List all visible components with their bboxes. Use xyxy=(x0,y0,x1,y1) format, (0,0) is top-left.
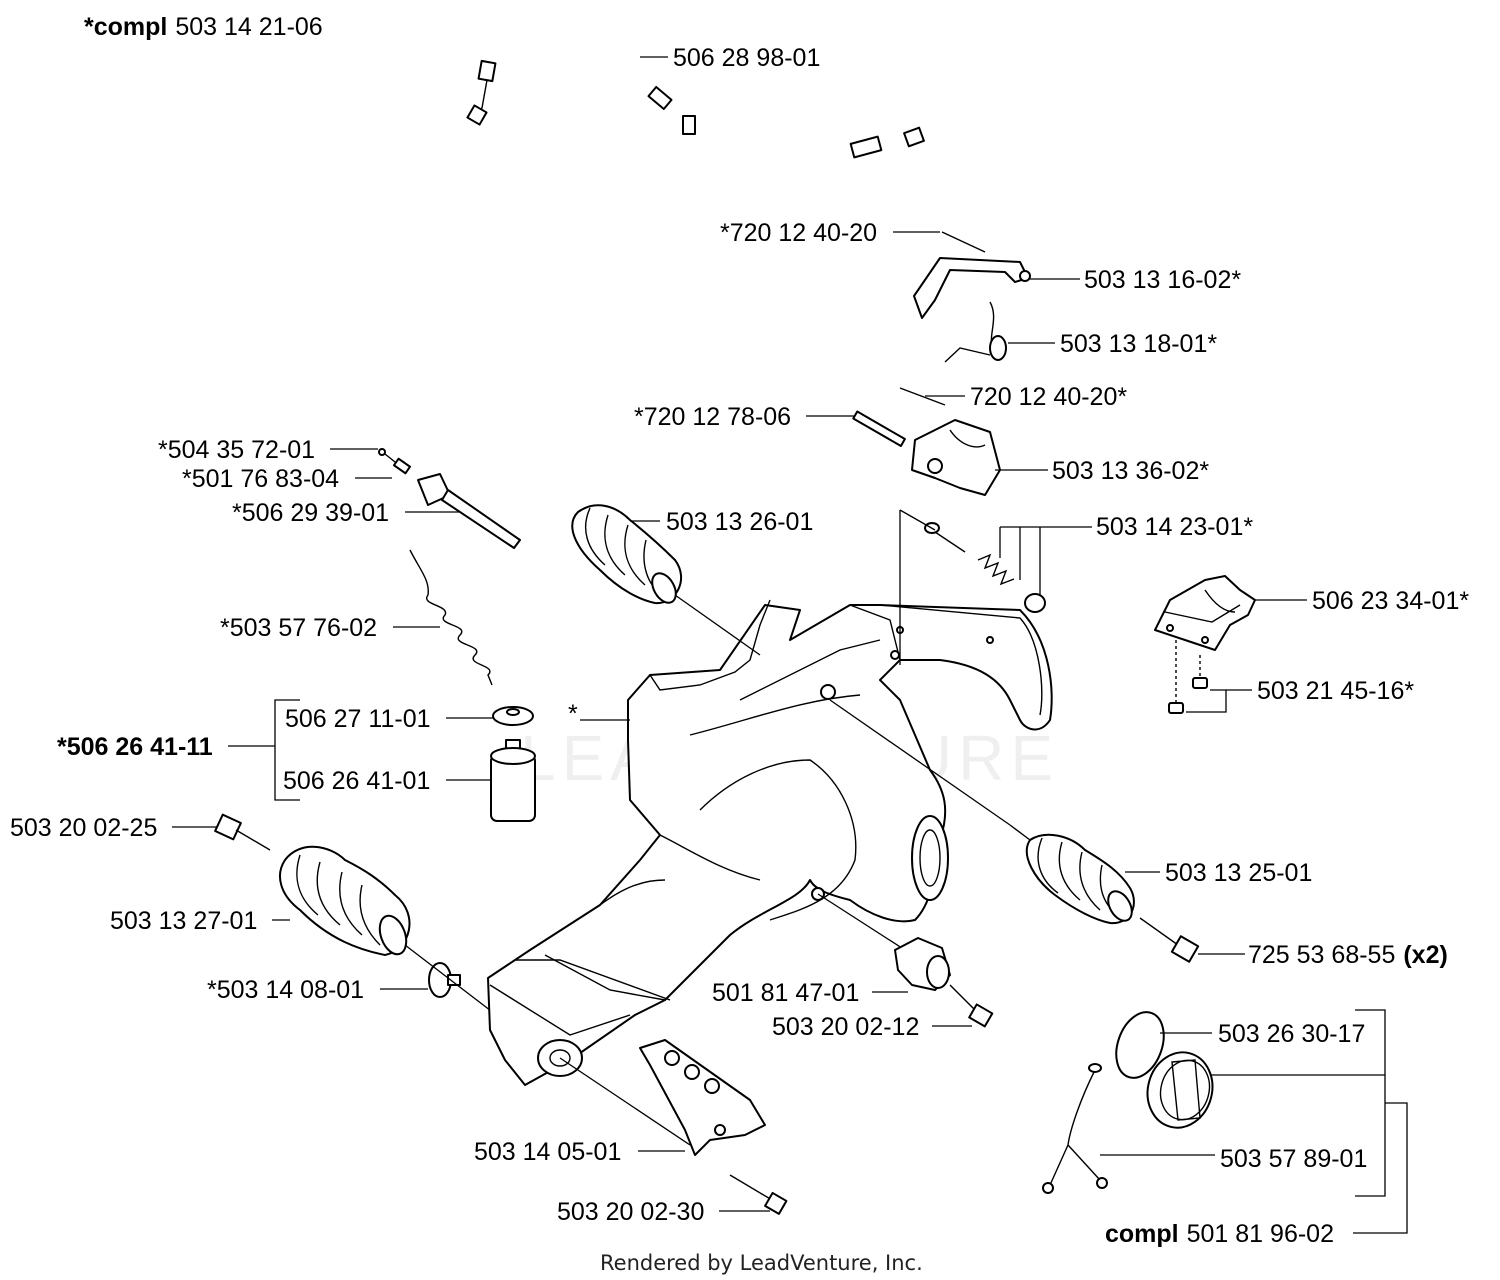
screw-725-53-68-55 xyxy=(1139,917,1200,963)
part-label-501-76-83-04: *501 76 83-04 xyxy=(182,465,339,493)
throttle-lockout xyxy=(913,257,1031,319)
part-label-506-26-41-11: *506 26 41-11 xyxy=(57,733,213,761)
part-number-725-53-68-55: 725 53 68-55 xyxy=(1248,941,1395,969)
part-label-503-14-05-01: 503 14 05-01 xyxy=(474,1138,621,1166)
av-element-503-13-25-01 xyxy=(1009,824,1135,925)
part-label-506-23-34-01: 506 23 34-01* xyxy=(1312,587,1469,615)
buffer-501-81-47-01 xyxy=(894,937,994,1028)
footer-credit: Rendered by LeadVenture, Inc. xyxy=(600,1251,923,1275)
part-label-503-26-30-17: 503 26 30-17 xyxy=(1218,1020,1365,1048)
cap-strap xyxy=(1042,1063,1108,1194)
trigger-spring xyxy=(944,301,1007,363)
part-label-506-26-41-01: 506 26 41-01 xyxy=(283,767,430,795)
part-label-506-29-39-01: *506 29 39-01 xyxy=(232,499,389,527)
part-label-506-28-98-01: 506 28 98-01 xyxy=(673,44,820,72)
oil-pickup-filter xyxy=(378,448,521,549)
part-label-506-27-11-01: 506 27 11-01 xyxy=(285,705,431,733)
assembly-number: 503 14 21-06 xyxy=(175,13,322,41)
av-element-503-13-27-01 xyxy=(279,845,411,956)
assembly-label: *compl 503 14 21-06 xyxy=(84,13,323,41)
part-label-725-53-68-55: 725 53 68-55 (x2) xyxy=(1248,941,1448,969)
part-label-503-57-76-02: *503 57 76-02 xyxy=(220,614,377,642)
part-label-503-20-02-12: 503 20 02-12 xyxy=(772,1013,919,1041)
part-label-503-14-23-01: 503 14 23-01* xyxy=(1096,513,1253,541)
part-label-501-81-96-02: compl 501 81 96-02 xyxy=(1105,1220,1334,1248)
screw-503-20-02-25 xyxy=(214,813,271,851)
part-label-503-13-25-01: 503 13 25-01 xyxy=(1165,859,1312,887)
tank-housing xyxy=(487,599,1053,1086)
av-spring-group xyxy=(924,522,1046,613)
part-label-504-35-72-01: *504 35 72-01 xyxy=(158,436,315,464)
screw-503-20-02-30 xyxy=(729,1174,788,1215)
av-element-503-13-26-01 xyxy=(571,504,682,605)
part-label-501-81-47-01: 501 81 47-01 xyxy=(712,979,859,1007)
throttle-trigger xyxy=(911,419,1001,496)
part-label-tank-asterisk: * xyxy=(568,700,578,728)
compl-number: 501 81 96-02 xyxy=(1187,1220,1334,1248)
throttle-cable xyxy=(466,34,925,159)
oil-cap-o-ring xyxy=(1115,1011,1165,1079)
oil-cap xyxy=(1146,1051,1214,1129)
oil-hose-spring xyxy=(409,549,493,686)
part-label-720-12-40-20-a: *720 12 40-20 xyxy=(720,219,877,247)
compl-prefix: compl xyxy=(1105,1220,1179,1248)
quantity-x2: (x2) xyxy=(1403,941,1447,969)
bracket-503-14-05-01 xyxy=(639,1039,766,1156)
part-label-720-12-78-06: *720 12 78-06 xyxy=(634,403,791,431)
part-label-503-20-02-30: 503 20 02-30 xyxy=(557,1198,704,1226)
assembly-prefix: *compl xyxy=(84,13,167,41)
guard-plate xyxy=(1154,575,1256,651)
screws-503-21-45-16 xyxy=(1168,640,1208,714)
part-label-720-12-40-20-b: 720 12 40-20* xyxy=(970,383,1127,411)
oil-filter xyxy=(490,706,536,822)
washer-503-14-08-01 xyxy=(428,962,461,998)
part-label-503-13-26-01: 503 13 26-01 xyxy=(666,508,813,536)
part-label-503-13-16-02: 503 13 16-02* xyxy=(1084,266,1241,294)
part-label-503-14-08-01: *503 14 08-01 xyxy=(207,976,364,1004)
part-label-503-13-27-01: 503 13 27-01 xyxy=(110,907,257,935)
part-label-503-13-36-02: 503 13 36-02* xyxy=(1052,457,1209,485)
part-label-503-13-18-01: 503 13 18-01* xyxy=(1060,330,1217,358)
part-label-503-57-89-01: 503 57 89-01 xyxy=(1220,1145,1367,1173)
part-label-503-21-45-16: 503 21 45-16* xyxy=(1257,677,1414,705)
part-label-503-20-02-25: 503 20 02-25 xyxy=(10,814,157,842)
